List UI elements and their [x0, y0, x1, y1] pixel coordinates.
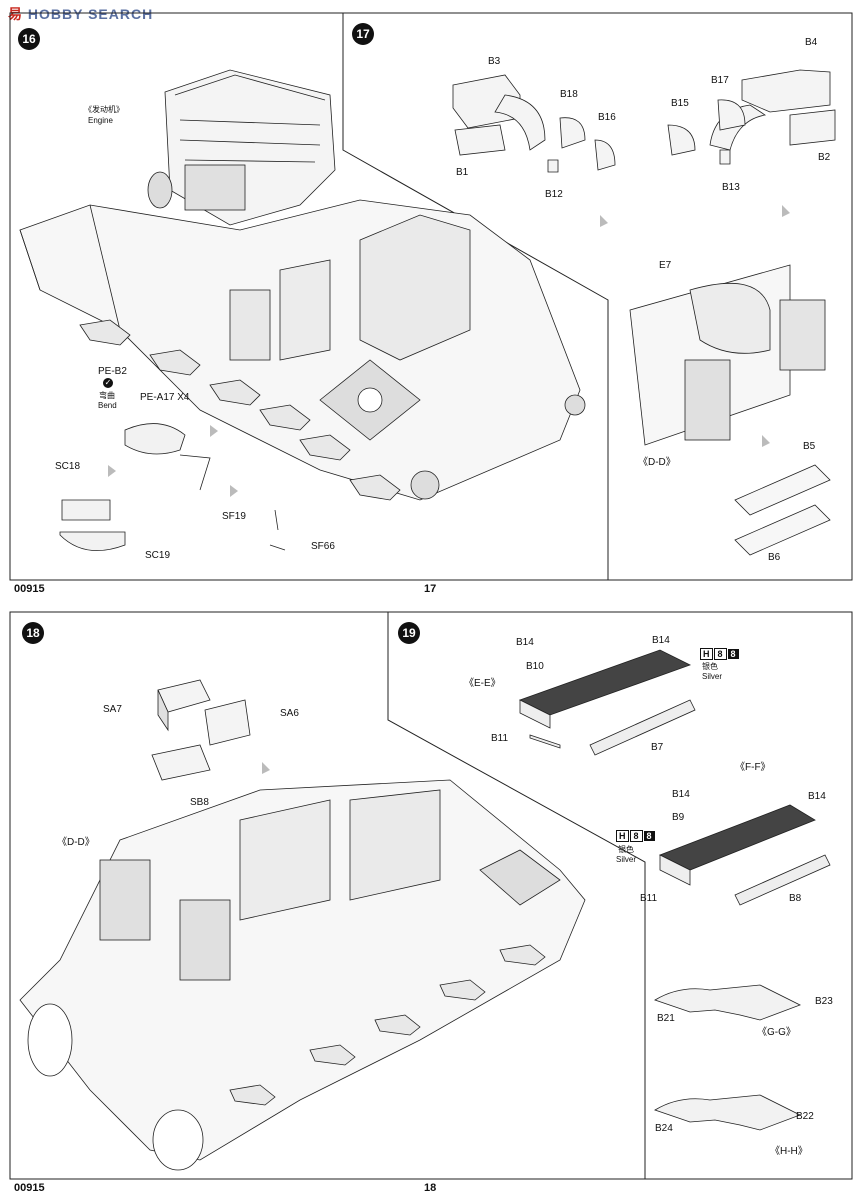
label-b11-b: B11	[640, 893, 658, 904]
paint-1-cn: 银色	[702, 662, 718, 671]
label-ff: 《F-F》	[735, 762, 771, 773]
label-sc18: SC18	[55, 461, 81, 472]
step-19-marker: 19	[398, 622, 420, 644]
label-gg: 《G-G》	[757, 1027, 796, 1038]
label-b2: B2	[818, 152, 831, 163]
label-b15: B15	[671, 98, 689, 109]
arrows-step18	[262, 762, 270, 774]
paint-1-en: Silver	[702, 672, 723, 681]
footer-code-bottom: 00915	[14, 1182, 45, 1194]
engine-drawing	[147, 69, 336, 226]
label-sc19: SC19	[145, 550, 171, 561]
paint-2-en: Silver	[616, 855, 637, 864]
seat-parts	[59, 423, 286, 551]
step19-divider	[387, 612, 646, 1179]
engine-label-cn: 《发动机》	[84, 105, 124, 114]
label-b4: B4	[805, 37, 818, 48]
engine-label-en: Engine	[88, 116, 113, 125]
suspension-arms-top	[79, 319, 401, 501]
arrows-top	[108, 425, 238, 497]
bend-label-cn: 弯曲	[99, 391, 115, 400]
label-b7: B7	[651, 742, 664, 753]
label-sf19: SF19	[222, 511, 246, 522]
label-ee: 《E-E》	[464, 678, 501, 689]
step-17-marker: 17	[352, 23, 374, 45]
step17-parts	[452, 69, 836, 173]
step-16-marker: 16	[18, 28, 40, 50]
watermark: 易 HOBBY SEARCH	[8, 4, 153, 24]
label-b17: B17	[711, 75, 729, 86]
paint-swatch-2: H 8 8	[616, 830, 655, 842]
hull-drawing	[19, 199, 586, 501]
paint-swatch-1: H 8 8	[700, 648, 739, 660]
label-b14-c: B14	[672, 789, 690, 800]
label-sa6: SA6	[280, 708, 299, 719]
label-b5: B5	[803, 441, 816, 452]
label-b14-d: B14	[808, 791, 826, 802]
label-b14-b: B14	[652, 635, 670, 646]
label-e7: E7	[659, 260, 672, 271]
watermark-logo: 易	[8, 6, 23, 22]
label-b21: B21	[657, 1013, 675, 1024]
label-b1: B1	[456, 167, 469, 178]
label-sb8: SB8	[190, 797, 209, 808]
label-b3: B3	[488, 56, 501, 67]
label-b8: B8	[789, 893, 802, 904]
label-b11-a: B11	[491, 733, 509, 744]
watermark-text: HOBBY SEARCH	[27, 6, 154, 22]
bend-label-en: Bend	[98, 401, 117, 410]
suspension-arms-bottom	[229, 944, 546, 1106]
page-number-bottom: 18	[424, 1182, 437, 1194]
label-sf66: SF66	[311, 541, 335, 552]
step18-parts	[151, 679, 251, 781]
label-dd-bottom: 《D-D》	[57, 837, 95, 848]
bottom-page-frame	[9, 611, 853, 1180]
arrows-step17	[600, 205, 790, 447]
label-dd-top: 《D-D》	[638, 457, 676, 468]
step-18-marker: 18	[22, 622, 44, 644]
label-b22: B22	[796, 1111, 814, 1122]
label-pe-b2: PE-B2	[98, 366, 127, 377]
label-b12: B12	[545, 189, 563, 200]
label-b6: B6	[768, 552, 781, 563]
label-hh: 《H-H》	[770, 1146, 808, 1157]
top-page-frame	[9, 12, 853, 581]
paint-2-cn: 银色	[618, 845, 634, 854]
label-b13: B13	[722, 182, 740, 193]
label-b14-a: B14	[516, 637, 534, 648]
label-b23: B23	[815, 996, 833, 1007]
footer-code-top: 00915	[14, 583, 45, 595]
label-pe-a17: PE-A17 X4	[140, 392, 190, 403]
checkmark-icon: ✓	[103, 378, 113, 388]
label-b24: B24	[655, 1123, 673, 1134]
label-b10: B10	[526, 661, 544, 672]
label-sa7: SA7	[103, 704, 122, 715]
hull-drawing-bottom	[19, 779, 586, 1171]
label-b16: B16	[598, 112, 616, 123]
page-number-top: 17	[424, 583, 437, 595]
label-b18: B18	[560, 89, 578, 100]
dd-assembly-top	[629, 264, 831, 556]
label-b9: B9	[672, 812, 685, 823]
step19-parts	[518, 649, 831, 1131]
